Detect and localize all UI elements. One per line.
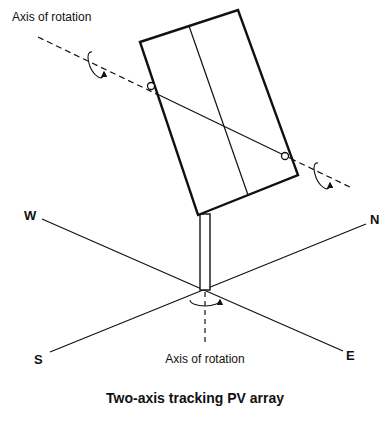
axis-label: Axis of rotation: [12, 10, 91, 24]
compass-point: S: [34, 352, 43, 368]
compass-point: E: [346, 348, 355, 364]
axis-label: Axis of rotation: [165, 352, 244, 366]
figure-caption: Two-axis tracking PV array: [106, 390, 284, 407]
compass-point: W: [24, 208, 36, 224]
compass-point: N: [370, 212, 379, 228]
